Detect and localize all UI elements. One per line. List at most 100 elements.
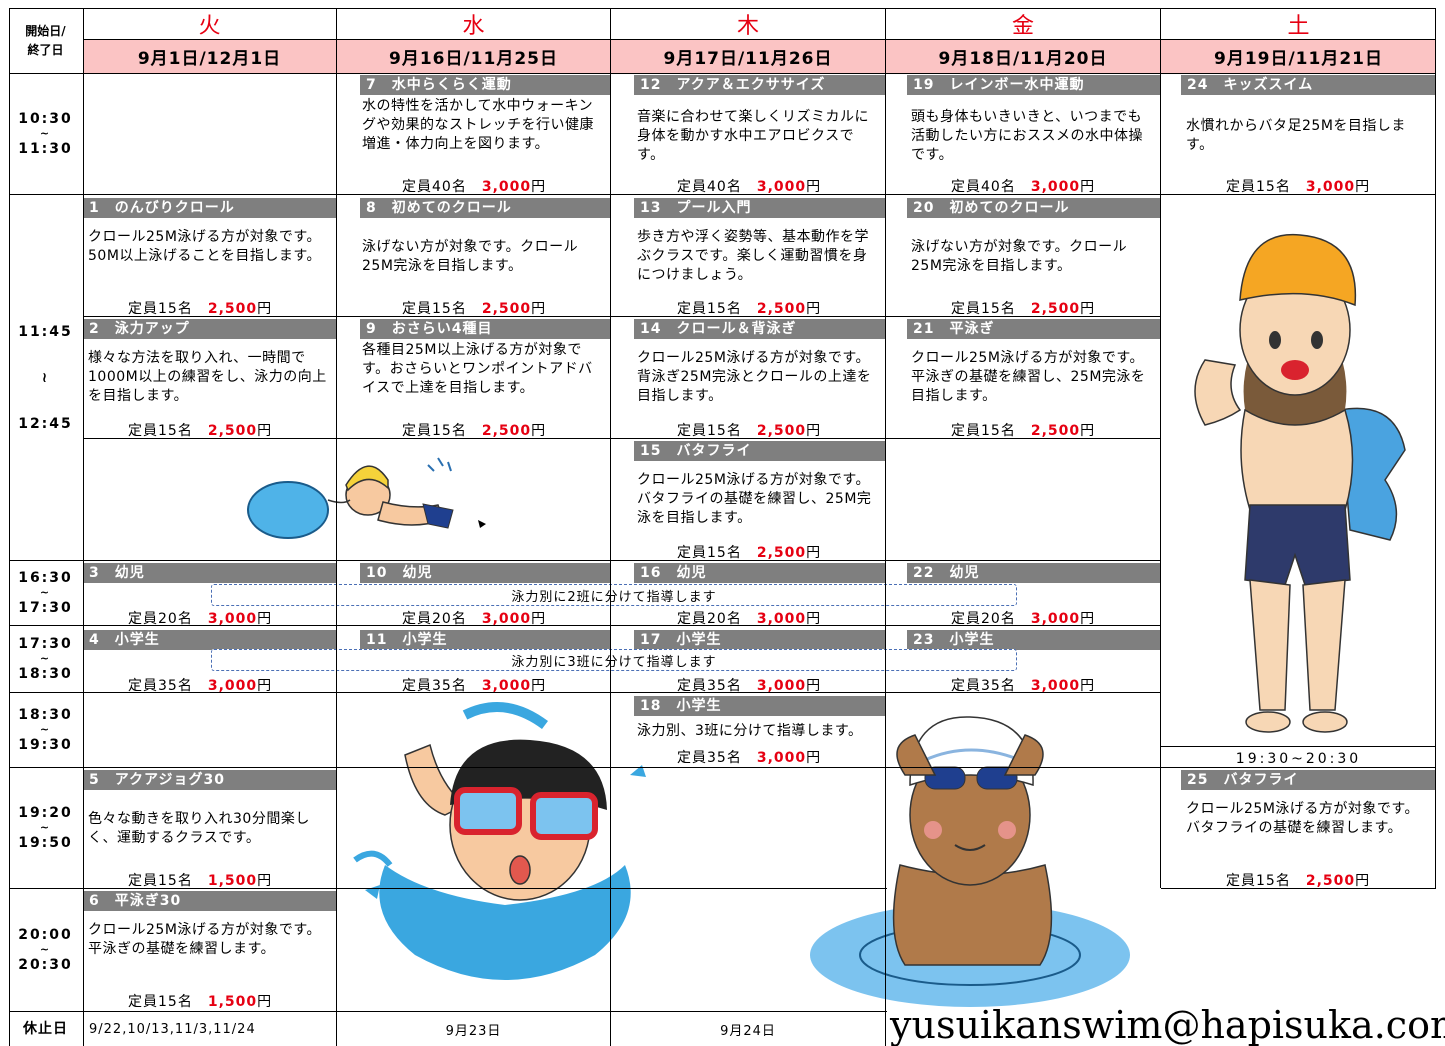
date-fri: 9月18日/11月20日: [886, 39, 1160, 73]
date-wed: 9月16日/11月25日: [337, 39, 610, 73]
class-5-title: 5 アクアジョグ30: [83, 770, 336, 790]
class-11-title: 11 小学生: [360, 630, 610, 650]
class-8-capacity: 定員15名 2,500円: [402, 301, 547, 317]
class-4-capacity: 定員35名 3,000円: [128, 678, 273, 694]
time-sep: ≀: [41, 369, 50, 386]
time-end: 19:50: [18, 835, 73, 851]
time-start: 11:45: [18, 323, 73, 340]
time-end: 18:30: [18, 666, 73, 682]
day-wed: 水: [462, 13, 485, 39]
time-slot-4: 17:30 ~ 18:30: [9, 626, 82, 692]
time-slot-6: 19:20 ~ 19:50: [9, 768, 82, 888]
class-10-capacity: 定員20名 3,000円: [402, 611, 547, 627]
time-start: 17:30: [18, 636, 73, 652]
class-15-title: 15 バタフライ: [634, 441, 885, 461]
class-9-desc: 各種目25M以上泳げる方が対象です。おさらいとワンポイントアドバイスで上達を目指…: [362, 342, 593, 396]
class-4-title: 4 小学生: [83, 630, 336, 650]
goggles-swimmer-illustration: [353, 702, 646, 980]
class-12-capacity: 定員40名 3,000円: [677, 179, 822, 195]
date-sat: 9月19日/11月21日: [1161, 39, 1436, 73]
class-5-desc: 色々な動きを取り入れ30分間楽しく、運動するクラスです。: [88, 811, 310, 846]
class-15-capacity: 定員15名 2,500円: [677, 545, 822, 561]
time-slot-1: 10:30 ~ 11:30: [9, 74, 82, 194]
class-3-title: 3 幼児: [83, 563, 336, 583]
class-19-title: 19 レインボー水中運動: [907, 75, 1160, 95]
class-21-desc: クロール25M泳げる方が対象です。平泳ぎの基礎を練習し、25M完泳を目指します。: [911, 350, 1146, 404]
class-17-capacity: 定員35名 3,000円: [677, 678, 822, 694]
class-9-title: 9 おさらい4種目: [360, 319, 610, 339]
corner-start-label: 開始日/: [25, 23, 66, 38]
class-20-title: 20 初めてのクロール: [907, 198, 1160, 218]
class-24-desc: 水慣れからバタ足25Mを目指します。: [1186, 118, 1406, 153]
class-24-capacity: 定員15名 3,000円: [1226, 179, 1371, 195]
time-sep: ~: [39, 723, 52, 736]
time-sep: ~: [39, 821, 52, 834]
class-7-capacity: 定員40名 3,000円: [402, 179, 547, 195]
class-6-desc: クロール25M泳げる方が対象です。平泳ぎの基礎を練習します。: [88, 922, 321, 957]
time-start: 18:30: [18, 707, 73, 723]
class-9-capacity: 定員15名 2,500円: [402, 423, 547, 439]
time-start: 20:00: [18, 927, 73, 943]
class-5-capacity: 定員15名 1,500円: [128, 873, 273, 889]
class-8-desc: 泳げない方が対象です。クロール25M完泳を目指します。: [362, 239, 579, 274]
class-13-title: 13 プール入門: [634, 198, 885, 218]
class-16-capacity: 定員20名 3,000円: [677, 611, 822, 627]
class-15-desc: クロール25M泳げる方が対象です。バタフライの基礎を練習し、25M完泳を目指しま…: [637, 472, 872, 526]
time-sep: ~: [39, 586, 52, 599]
class-18-title: 18 小学生: [634, 696, 885, 716]
class-23-title: 23 小学生: [907, 630, 1160, 650]
class-14-title: 14 クロール＆背泳ぎ: [634, 319, 885, 339]
class-1-desc: クロール25M泳げる方が対象です。50M以上泳げることを目指します。: [88, 229, 321, 264]
time-start: 19:20: [18, 805, 73, 821]
class-22-capacity: 定員20名 3,000円: [951, 611, 1096, 627]
holiday-label: 休止日: [23, 1021, 68, 1037]
class-16-title: 16 幼児: [634, 563, 885, 583]
class-3-capacity: 定員20名 3,000円: [128, 611, 273, 627]
elementary-note: 泳力別に3班に分けて指導します: [211, 649, 1017, 671]
class-19-capacity: 定員40名 3,000円: [951, 179, 1096, 195]
class-1-capacity: 定員15名 2,500円: [128, 301, 273, 317]
holiday-thu: 9月24日: [720, 1023, 776, 1039]
class-2-title: 2 泳力アップ: [83, 319, 336, 339]
time-start: 16:30: [18, 570, 73, 586]
sat-time-label: 19:30~20:30: [1235, 751, 1362, 767]
class-18-capacity: 定員35名 3,000円: [677, 750, 822, 766]
class-12-desc: 音楽に合わせて楽しくリズミカルに身体を動かす水中エアロビクスです。: [637, 109, 869, 163]
time-slot-7: 20:00 ~ 20:30: [9, 889, 82, 1011]
day-fri: 金: [1011, 13, 1034, 39]
class-6-title: 6 平泳ぎ30: [83, 891, 336, 911]
day-tue: 火: [198, 13, 221, 39]
date-thu: 9月17日/11月26日: [611, 39, 885, 73]
class-2-capacity: 定員15名 2,500円: [128, 423, 273, 439]
class-13-capacity: 定員15名 2,500円: [677, 301, 822, 317]
class-25-capacity: 定員15名 2,500円: [1226, 873, 1371, 889]
class-12-title: 12 アクア＆エクササイズ: [634, 75, 885, 95]
time-end: 17:30: [18, 600, 73, 616]
holiday-tue: 9/22,10/13,11/3,11/24: [89, 1021, 256, 1037]
time-sep: ~: [39, 127, 52, 140]
class-1-title: 1 のんびりクロール: [83, 198, 336, 218]
class-24-title: 24 キッズスイム: [1181, 75, 1436, 95]
class-19-desc: 頭も身体もいきいきと、いつまでも活動したい方におススメの水中体操です。: [911, 109, 1143, 163]
time-sep: ~: [39, 652, 52, 665]
time-end: 20:30: [18, 957, 73, 973]
day-thu: 木: [736, 13, 759, 39]
time-slot-2: 11:45 ≀ 12:45: [9, 195, 82, 560]
class-11-capacity: 定員35名 3,000円: [402, 678, 547, 694]
class-7-title: 7 水中らくらく運動: [360, 75, 610, 95]
holiday-wed: 9月23日: [445, 1023, 502, 1039]
infant-note: 泳力別に2班に分けて指導します: [211, 584, 1017, 606]
contact-email[interactable]: yusuikanswim@hapisuka.com: [890, 1003, 1445, 1046]
time-start: 10:30: [18, 111, 73, 127]
class-18-desc: 泳力別、3班に分けて指導します。: [637, 723, 863, 739]
boy-in-pool-illustration: [810, 716, 1130, 1007]
class-20-capacity: 定員15名 2,500円: [951, 301, 1096, 317]
day-sat: 土: [1287, 13, 1310, 39]
class-22-title: 22 幼児: [907, 563, 1160, 583]
class-20-desc: 泳げない方が対象です。クロール25M完泳を目指します。: [911, 239, 1128, 274]
class-13-desc: 歩き方や浮く姿勢等、基本動作を学ぶクラスです。楽しく運動習慣を身につけましょう。: [637, 229, 869, 283]
girl-kickboard-illustration: [1194, 233, 1406, 733]
corner-end-label: 終了日: [27, 42, 64, 57]
class-14-capacity: 定員15名 2,500円: [677, 423, 822, 439]
class-21-capacity: 定員15名 2,500円: [951, 423, 1096, 439]
